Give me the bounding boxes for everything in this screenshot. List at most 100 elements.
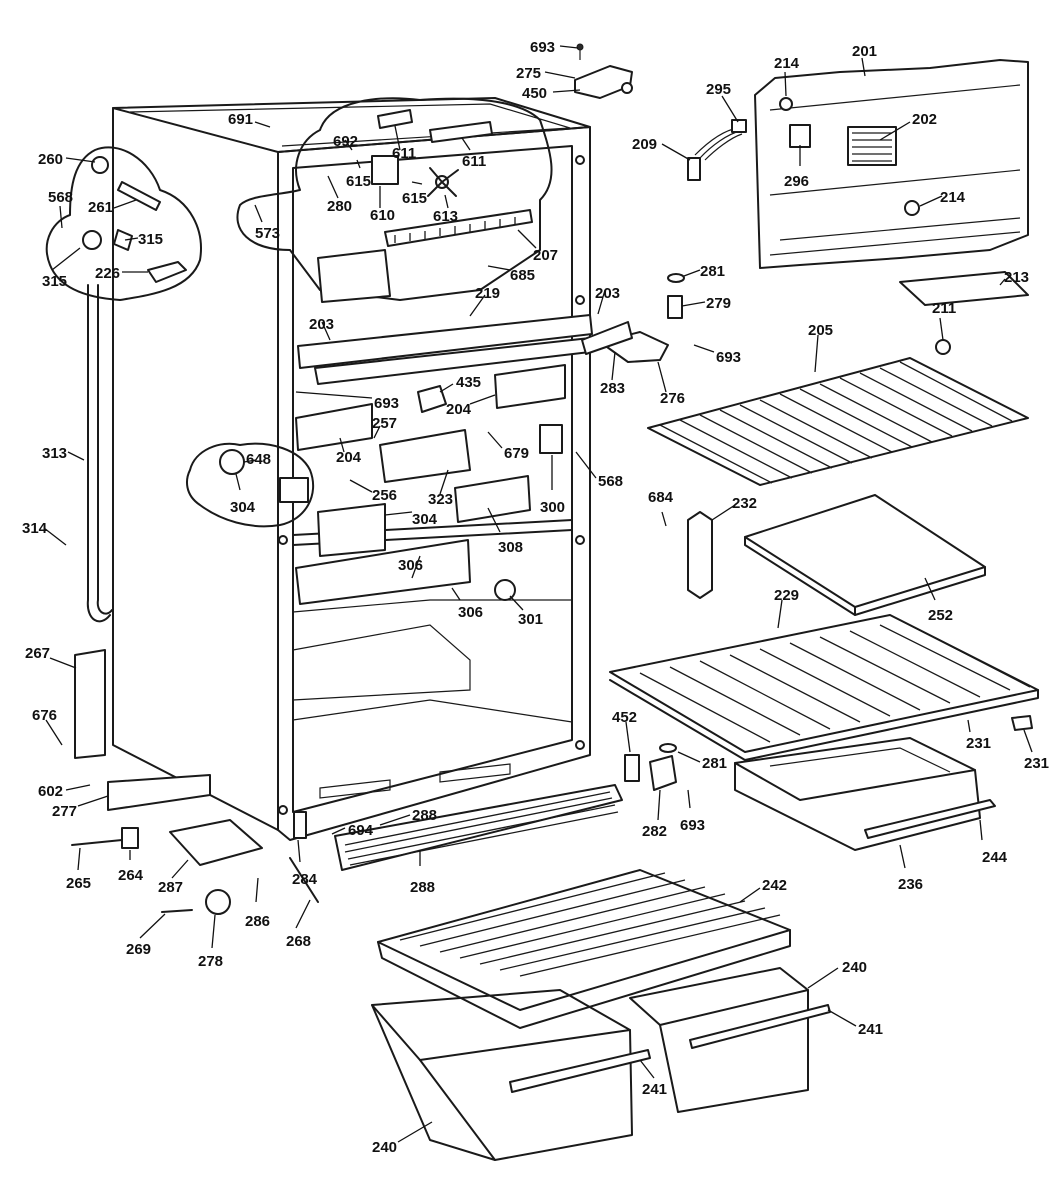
part-number-callout: 232 (732, 495, 757, 512)
part-number-callout: 280 (327, 198, 352, 215)
part-number-callout: 615 (402, 190, 427, 207)
part-number-callout: 278 (198, 953, 223, 970)
part-number-callout: 279 (706, 295, 731, 312)
part-number-callout: 308 (498, 539, 523, 556)
part-number-callout: 264 (118, 867, 144, 884)
part-number-callout: 684 (648, 489, 674, 506)
part-number-callout: 450 (522, 85, 547, 102)
part-number-callout: 691 (228, 111, 253, 128)
part-number-callout: 203 (595, 285, 620, 302)
part-number-callout: 283 (600, 380, 625, 397)
part-number-callout: 268 (286, 933, 311, 950)
freezer-door-liner (754, 59, 1029, 269)
part-number-callout: 693 (530, 39, 555, 56)
part-number-callout: 286 (245, 913, 270, 930)
part-number-callout: 209 (632, 136, 657, 153)
part-number-callout: 314 (22, 520, 48, 537)
part-number-callout: 236 (898, 876, 923, 893)
part-number-callout: 287 (158, 879, 183, 896)
part-number-callout: 304 (412, 511, 438, 528)
crisper-drawer-left (371, 989, 651, 1161)
part-number-callout: 284 (292, 871, 318, 888)
cantilever-shelf (744, 494, 986, 616)
part-number-callout: 213 (1004, 269, 1029, 286)
part-number-callout: 261 (88, 199, 113, 216)
part-number-callout: 240 (842, 959, 867, 976)
part-number-callout: 269 (126, 941, 151, 958)
part-number-callout: 295 (706, 81, 731, 98)
part-number-callout: 435 (456, 374, 481, 391)
part-number-callout: 306 (398, 557, 423, 574)
part-number-callout: 693 (680, 817, 705, 834)
part-number-callout: 241 (642, 1081, 667, 1098)
part-number-callout: 611 (462, 153, 486, 170)
part-number-callout: 288 (410, 879, 435, 896)
internal-components (71, 109, 1033, 915)
part-number-callout: 315 (138, 231, 163, 248)
defrost-drain-outline (45, 146, 202, 301)
part-number-callout: 296 (784, 173, 809, 190)
part-number-callout: 648 (246, 451, 271, 468)
part-number-callout: 267 (25, 645, 50, 662)
leader-lines (43, 45, 1033, 1143)
part-number-callout: 306 (458, 604, 483, 621)
part-number-callout: 202 (912, 111, 937, 128)
crisper-cover (377, 869, 791, 1029)
part-number-callout: 693 (374, 395, 399, 412)
part-number-callout: 219 (475, 285, 500, 302)
part-number-callout: 568 (48, 189, 73, 206)
evaporator-cover-outline (236, 97, 553, 301)
part-number-callout: 277 (52, 803, 77, 820)
part-number-callout: 240 (372, 1139, 397, 1156)
part-number-callout: 611 (392, 145, 416, 162)
part-number-callout: 301 (518, 611, 543, 628)
crisper-drawer-right (629, 967, 831, 1113)
part-number-callout: 231 (966, 735, 991, 752)
part-number-callout: 323 (428, 491, 453, 508)
part-number-callout: 281 (700, 263, 725, 280)
part-number-callout: 281 (702, 755, 727, 772)
part-number-callout: 252 (928, 607, 953, 624)
part-number-callout: 256 (372, 487, 397, 504)
part-number-callout: 203 (309, 316, 334, 333)
top-hinge-assembly (574, 43, 633, 99)
part-number-callout: 573 (255, 225, 280, 242)
part-number-callout: 694 (348, 822, 374, 839)
part-number-callout: 242 (762, 877, 787, 894)
shelf-track (687, 511, 713, 599)
part-number-callout: 204 (336, 449, 362, 466)
part-number-callout: 201 (852, 43, 877, 60)
part-number-callout: 685 (510, 267, 535, 284)
control-cluster-outline (186, 442, 315, 528)
part-number-callout: 229 (774, 587, 799, 604)
part-number-callout: 602 (38, 783, 63, 800)
part-number-callout: 679 (504, 445, 529, 462)
kick-plate-grille (334, 784, 623, 871)
part-number-callout: 241 (858, 1021, 883, 1038)
part-number-callout: 692 (333, 133, 358, 150)
part-number-callout: 300 (540, 499, 565, 516)
part-number-callout: 693 (716, 349, 741, 366)
part-number-callout: 676 (32, 707, 57, 724)
part-number-callout: 226 (95, 265, 120, 282)
part-number-callout: 452 (612, 709, 637, 726)
part-number-callout: 265 (66, 875, 91, 892)
thermostat-wire-assembly (687, 119, 747, 181)
part-number-callout: 257 (372, 415, 397, 432)
part-number-callout: 260 (38, 151, 63, 168)
part-number-callout: 276 (660, 390, 685, 407)
part-number-callout: 282 (642, 823, 667, 840)
refrigerator-wire-shelf (609, 614, 1039, 761)
part-number-callout: 610 (370, 207, 395, 224)
part-number-callout: 304 (230, 499, 256, 516)
meat-pan (734, 737, 996, 851)
part-number-callout: 214 (940, 189, 966, 206)
part-number-callout: 231 (1024, 755, 1049, 772)
part-number-callout: 613 (433, 208, 458, 225)
part-number-callout: 315 (42, 273, 67, 290)
freezer-wire-shelf (647, 357, 1029, 486)
part-number-callout: 288 (412, 807, 437, 824)
